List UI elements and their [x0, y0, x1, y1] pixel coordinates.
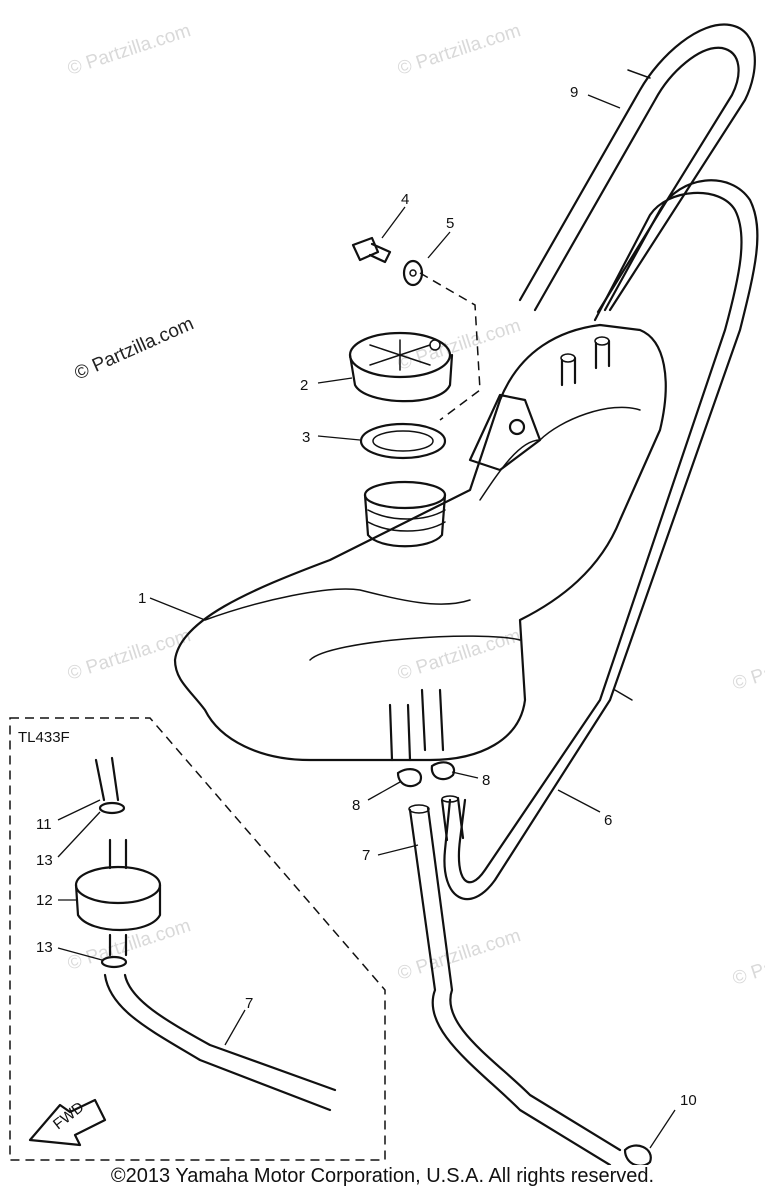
callout-10: 10 — [680, 1092, 697, 1109]
watermark: © Partzilla.com — [395, 925, 523, 985]
callout-6: 6 — [604, 812, 612, 829]
callout-11: 11 — [36, 816, 52, 833]
callout-12: 12 — [36, 892, 53, 909]
callout-13: 13 — [36, 939, 53, 956]
part-1-fuel-tank — [173, 323, 667, 762]
watermark: © Partzilla.com — [65, 915, 193, 975]
parts-diagram: © Partzilla.com © Partzilla.com © Partzi… — [9, 20, 765, 1165]
inset-label: TL433F — [18, 729, 70, 746]
callout-8: 8 — [352, 797, 360, 814]
partzilla-brand-watermark: © Partzilla.com — [71, 313, 197, 384]
watermark: © Partzilla.com — [395, 20, 523, 80]
part-5-washer — [402, 259, 424, 287]
callout-4: 4 — [401, 191, 409, 208]
watermark: © Partzilla.com — [395, 625, 523, 685]
fwd-arrow-label: FWD — [50, 1099, 88, 1134]
part-8-clips — [396, 761, 456, 788]
callout-1: 1 — [138, 590, 146, 607]
assembly-guide-line — [419, 272, 481, 421]
part-2-fuel-cap — [348, 331, 454, 403]
watermark: © Partzilla.com — [730, 635, 765, 695]
callout-9: 9 — [570, 84, 578, 101]
watermark: © Partzilla.com — [65, 20, 193, 80]
part-9-hose — [518, 23, 756, 314]
callout-3: 3 — [302, 429, 310, 446]
callout-7: 7 — [362, 847, 370, 864]
part-6-hose — [443, 179, 759, 900]
callout-13: 13 — [36, 852, 53, 869]
part-10-clamp — [623, 1144, 652, 1165]
part-4-bolt — [351, 236, 392, 264]
watermark: © Partzilla.com — [395, 315, 523, 375]
copyright-notice: ©2013 Yamaha Motor Corporation, U.S.A. A… — [110, 1165, 655, 1187]
part-3-gasket — [359, 422, 447, 460]
watermark: © Partzilla.com — [65, 625, 193, 685]
callout-2: 2 — [300, 377, 308, 394]
part-7-hose-main — [408, 795, 622, 1165]
callout-7: 7 — [245, 995, 253, 1012]
callout-8: 8 — [482, 772, 490, 789]
callouts: 1 2 3 4 5 6 7 8 8 9 10 11 12 13 13 7 — [36, 84, 697, 1149]
callout-5: 5 — [446, 215, 454, 232]
watermark: © Partzilla.com — [730, 930, 765, 990]
inset-tl433f: TL433F — [9, 717, 386, 1161]
